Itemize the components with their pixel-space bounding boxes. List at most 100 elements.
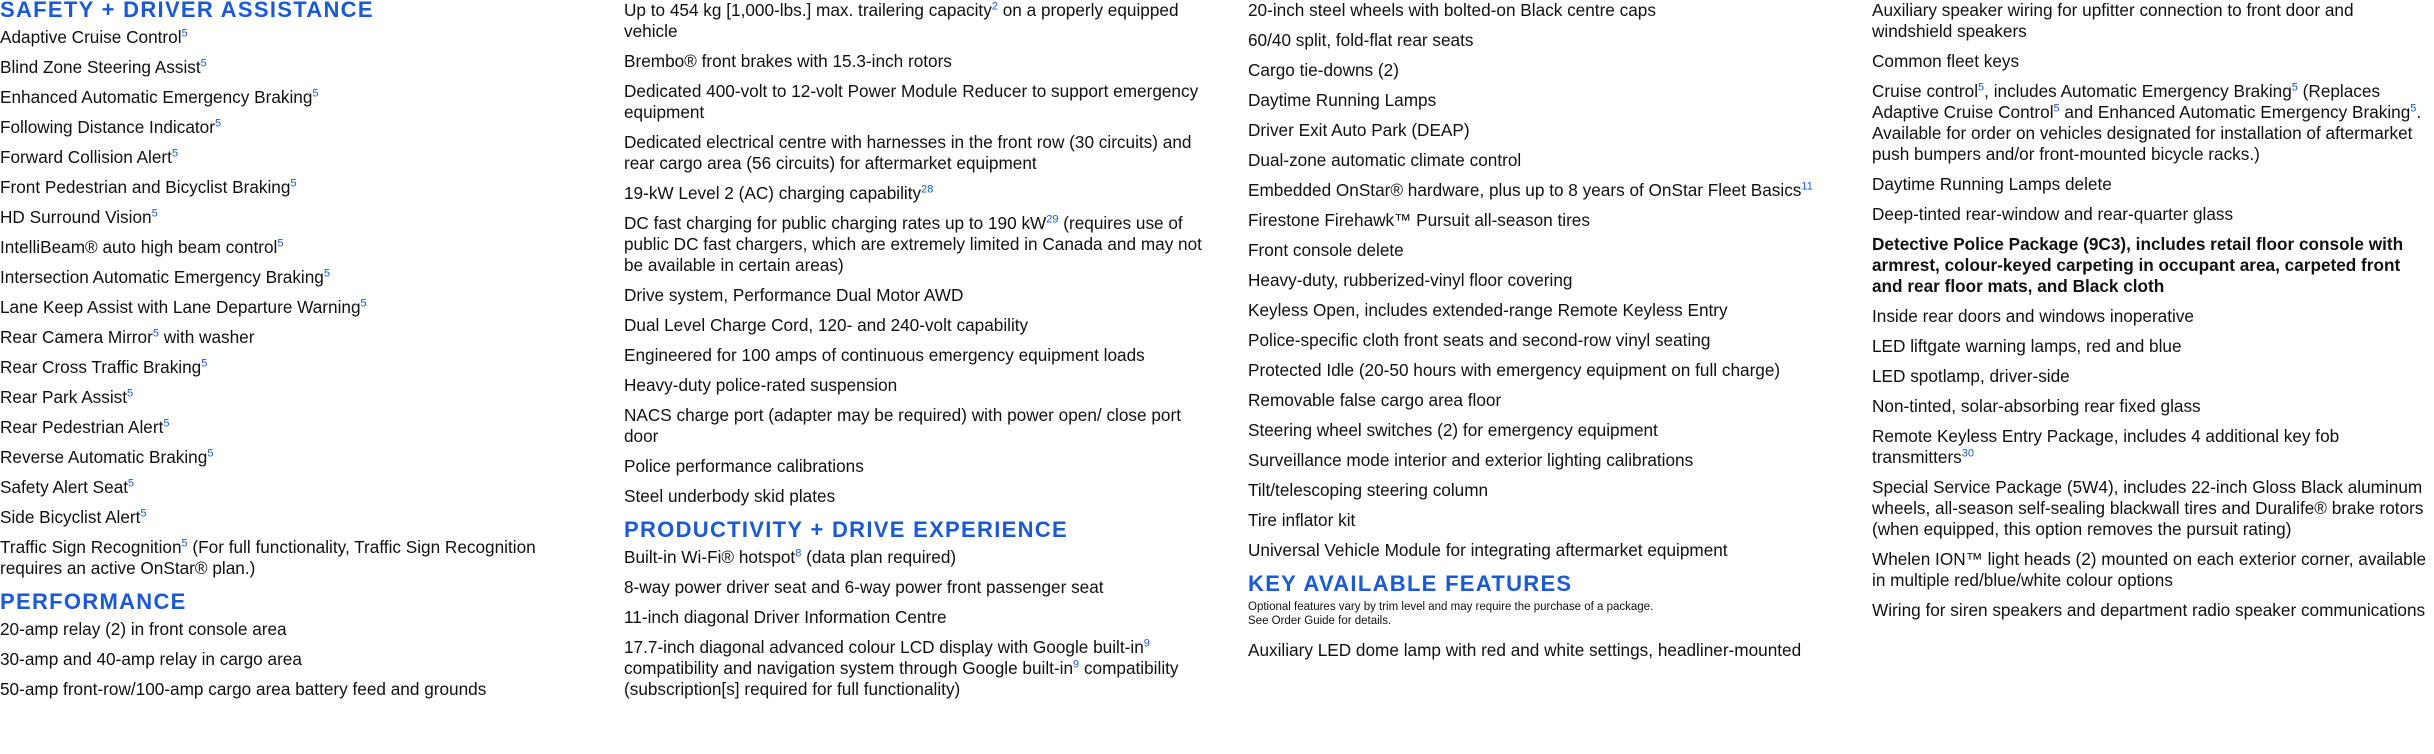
list-item: Inside rear doors and windows inoperativ… [1872,306,2434,327]
footnote-ref: 5 [323,267,330,280]
key-features-note-line-2: See Order Guide for details. [1248,615,1392,627]
footnote-ref: 29 [1046,213,1059,226]
list-item: 60/40 split, fold-flat rear seats [1248,30,1828,51]
item-text: Auxiliary speaker wiring for upfitter co… [1872,0,2354,41]
list-item: Detective Police Package (9C3), includes… [1872,234,2434,297]
item-text: Brembo® front brakes with 15.3-inch roto… [624,51,952,71]
footnote-ref: 28 [921,183,934,196]
item-text: 17.7-inch diagonal advanced colour LCD d… [624,637,1144,657]
footnote-ref: 5 [1978,81,1985,94]
column-2: Up to 454 kg [1,000-lbs.] max. trailerin… [624,0,1204,709]
list-item: Steel underbody skid plates [624,486,1204,507]
list-item: Drive system, Performance Dual Motor AWD [624,285,1204,306]
item-text: Drive system, Performance Dual Motor AWD [624,285,964,305]
standard-features-list: Up to 454 kg [1,000-lbs.] max. trailerin… [624,0,1204,507]
item-text: Dedicated 400-volt to 12-volt Power Modu… [624,81,1199,122]
list-item: 17.7-inch diagonal advanced colour LCD d… [624,637,1204,700]
item-text: on a properly equipped vehicle [624,0,1179,41]
footnote-ref: 5 [152,327,159,340]
item-text: Non-tinted, solar-absorbing rear fixed g… [1872,396,2201,416]
item-text: Driver Exit Auto Park (DEAP) [1248,120,1470,140]
list-item: Remote Keyless Entry Package, includes 4… [1872,426,2434,468]
list-item: Deep-tinted rear-window and rear-quarter… [1872,204,2434,225]
list-item: Wiring for siren speakers and department… [1872,600,2434,621]
footnote-ref: 5 [2410,102,2417,115]
item-text: (requires use of public DC fast chargers… [624,213,1202,275]
item-text: Dual-zone automatic climate control [1248,150,1522,170]
item-text: Tire inflator kit [1248,510,1356,530]
footnote-ref: 5 [360,297,367,310]
list-item: Heavy-duty, rubberized-vinyl floor cover… [1248,270,1828,291]
list-item: Daytime Running Lamps delete [1872,174,2434,195]
item-text: Police-specific cloth front seats and se… [1248,330,1711,350]
footnote-ref: 5 [2053,102,2060,115]
footnote-ref: 9 [1143,637,1150,650]
item-text: HD Surround Vision [0,207,152,227]
item-text: Reverse Automatic Braking [0,447,208,467]
footnote-ref: 5 [140,507,147,520]
list-item: Protected Idle (20-50 hours with emergen… [1248,360,1828,381]
item-text: (data plan required) [801,547,957,567]
list-item: Adaptive Cruise Control5 [0,27,580,48]
footnote-ref: 8 [795,547,802,560]
item-text: Auxiliary LED dome lamp with red and whi… [1248,640,1802,660]
list-item: Enhanced Automatic Emergency Braking5 [0,87,580,108]
item-text: Rear Camera Mirror [0,327,153,347]
footnote-ref: 5 [207,447,214,460]
item-text: NACS charge port (adapter may be require… [624,405,1181,446]
item-text: Steel underbody skid plates [624,486,836,506]
list-item: Built-in Wi-Fi® hotspot8 (data plan requ… [624,547,1204,568]
footnote-ref: 5 [128,477,135,490]
list-item: NACS charge port (adapter may be require… [624,405,1204,447]
item-text: Deep-tinted rear-window and rear-quarter… [1872,204,2234,224]
list-item: Traffic Sign Recognition5 (For full func… [0,537,580,579]
item-text: Rear Pedestrian Alert [0,417,164,437]
item-text: Steering wheel switches (2) for emergenc… [1248,420,1658,440]
item-text: Wiring for siren speakers and department… [1872,600,2426,620]
list-item: Universal Vehicle Module for integrating… [1248,540,1828,561]
list-item: 20-inch steel wheels with bolted-on Blac… [1248,0,1828,21]
list-item: Surveillance mode interior and exterior … [1248,450,1828,471]
footnote-ref: 5 [171,147,179,160]
item-text: Forward Collision Alert [0,147,172,167]
item-text: Side Bicyclist Alert [0,507,141,527]
item-text: Special Service Package (5W4), includes … [1872,477,2424,539]
footnote-ref: 30 [1961,447,1975,460]
list-item: Dual-zone automatic climate control [1248,150,1828,171]
list-item: Up to 454 kg [1,000-lbs.] max. trailerin… [624,0,1204,42]
item-text: Blind Zone Steering Assist [0,57,201,77]
item-text: Rear Park Assist [0,387,128,407]
item-text: IntelliBeam® auto high beam control [0,237,278,257]
list-item: 11-inch diagonal Driver Information Cent… [624,607,1204,628]
item-text: Daytime Running Lamps delete [1872,174,2112,194]
list-item: Brembo® front brakes with 15.3-inch roto… [624,51,1204,72]
list-item: Safety Alert Seat5 [0,477,580,498]
list-item: 50-amp front-row/100-amp cargo area batt… [0,679,580,700]
list-item: Daytime Running Lamps [1248,90,1828,111]
item-text: Adaptive Cruise Control [0,27,182,47]
item-text: Removable false cargo area floor [1248,390,1502,410]
item-text: 30-amp and 40-amp relay in cargo area [0,649,302,669]
item-text: Enhanced Automatic Emergency Braking [0,87,313,107]
list-item: Whelen ION™ light heads (2) mounted on e… [1872,549,2434,591]
item-text: Rear Cross Traffic Braking [0,357,202,377]
list-item: Rear Park Assist5 [0,387,580,408]
footnote-ref: 5 [290,177,297,190]
list-item: Special Service Package (5W4), includes … [1872,477,2434,540]
item-text: compatibility (subscription[s] required … [624,658,1179,699]
item-text: 60/40 split, fold-flat rear seats [1248,30,1474,50]
item-text: Keyless Open, includes extended-range Re… [1248,300,1728,320]
list-item: LED spotlamp, driver-side [1872,366,2434,387]
list-item: Non-tinted, solar-absorbing rear fixed g… [1872,396,2434,417]
list-item: Police performance calibrations [624,456,1204,477]
performance-heading: PERFORMANCE [0,589,187,614]
list-item: Reverse Automatic Braking5 [0,447,580,468]
list-item: Firestone Firehawk™ Pursuit all-season t… [1248,210,1828,231]
item-text: Dual Level Charge Cord, 120- and 240-vol… [624,315,1029,335]
footnote-ref: 5 [127,387,134,400]
item-text: Traffic Sign Recognition [0,537,182,557]
item-text: Embedded OnStar® hardware, plus up to 8 … [1248,180,1802,200]
item-text: Firestone Firehawk™ Pursuit all-season t… [1248,210,1590,230]
item-text: 20-inch steel wheels with bolted-on Blac… [1248,0,1656,20]
footnote-ref: 5 [181,537,188,550]
